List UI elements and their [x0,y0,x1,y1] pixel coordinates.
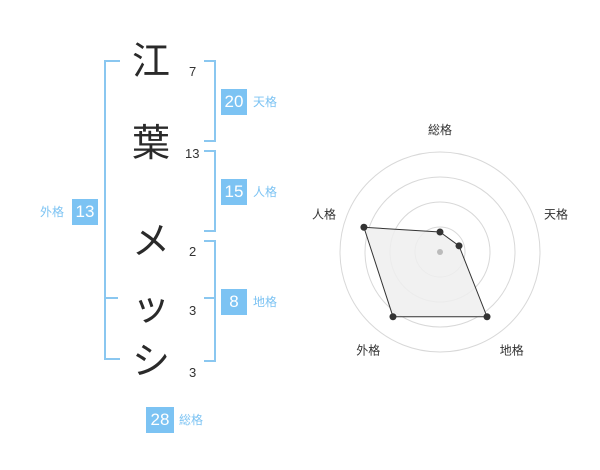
radar-point-5 [360,223,368,231]
chikaku-bracket-divider [204,297,216,299]
radar-axis-label-3: 地格 [500,343,524,358]
radar-point-2 [455,242,463,250]
name-char-5: シ [131,339,170,383]
soukaku-label: 総格 [179,413,204,427]
radar-point-4 [389,313,397,321]
radar-point-3 [483,313,491,321]
jinkaku-label: 人格 [253,185,278,199]
name-char-3: メ [131,219,170,263]
radar-center-dot [437,249,443,255]
radar-axis-label-2: 天格 [544,206,568,221]
gaikaku-label: 外格 [40,205,65,219]
name-char-1: 江 [131,39,170,83]
chikaku-label: 地格 [253,295,278,309]
gaikaku-bracket [104,60,120,360]
stroke-count-5: 3 [189,365,197,380]
radar-axis-label-5: 人格 [312,206,336,221]
name-char-4: ッ [131,285,170,329]
radar-axis-label-1: 総格 [428,122,452,137]
radar-point-1 [436,228,444,236]
radar-ring-4 [339,151,541,353]
tenkaku-bracket [204,60,216,142]
name-char-2: 葉 [131,121,170,165]
chikaku-value: 8 [221,289,247,315]
chikaku-bracket [204,240,216,362]
jinkaku-value: 15 [221,179,247,205]
radar-axis-label-4: 外格 [356,343,380,358]
tenkaku-value: 20 [221,89,247,115]
stroke-count-3: 2 [189,244,197,259]
gaikaku-value: 13 [72,199,98,225]
stroke-count-1: 7 [189,64,197,79]
radar-polygon [363,226,488,318]
tenkaku-label: 天格 [253,95,278,109]
jinkaku-bracket [204,150,216,232]
soukaku-value: 28 [146,407,174,433]
gaikaku-bracket-divider [104,297,118,299]
radar-ring-3 [364,176,516,328]
stroke-count-4: 3 [189,303,197,318]
stroke-count-2: 13 [185,146,200,161]
